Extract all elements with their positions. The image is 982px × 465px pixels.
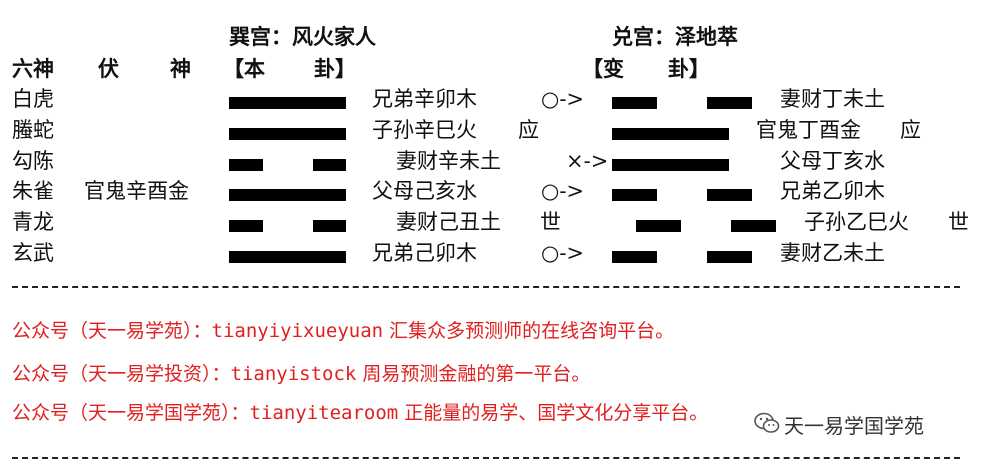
ben-gua-yin-segment [229, 159, 263, 171]
ben-gua-yao-text: 父母己亥水 [372, 179, 477, 203]
ben-gua-yao-text: 妻财己丑土 [396, 210, 501, 234]
bian-gua-yin-segment [612, 97, 657, 109]
shi-ying-marker: 应 [518, 118, 539, 142]
bian-gua-yao-text: 父母丁亥水 [780, 149, 885, 173]
ben-gua-yang-line [229, 97, 346, 109]
col-fu: 伏 [98, 56, 119, 81]
bian-gua-yin-segment [707, 189, 752, 201]
ben-gua-yin-segment [229, 220, 263, 232]
promo-line-3: 公众号（天一易学国学苑）：tianyitearoom 正能量的易学、国学文化分享… [12, 401, 708, 425]
promo-line-1-desc: 汇集众多预测师的在线咨询平台。 [383, 320, 675, 342]
ben-gua-yao-text: 兄弟辛卯木 [372, 87, 477, 111]
bian-shi-ying-marker: 世 [948, 210, 969, 234]
col-shen: 神 [170, 56, 191, 81]
watermark-text: 天一易学国学苑 [784, 414, 924, 438]
divider-top [12, 286, 960, 288]
ben-gua-yang-line [229, 189, 346, 201]
liushen-label: 青龙 [12, 210, 54, 234]
col-bian-close: 卦】 [668, 56, 710, 81]
bian-gua-yin-segment [612, 251, 657, 263]
bian-gua-yao-text: 妻财丁未土 [780, 87, 885, 111]
promo-line-2-id: tianyistock [230, 363, 357, 385]
moving-line-marker: ○-> [541, 179, 585, 203]
divider-bottom [12, 457, 960, 459]
ben-gua-yang-line [229, 251, 346, 263]
bian-gua-yin-segment [707, 251, 752, 263]
wechat-icon [754, 412, 780, 433]
col-bian-open: 【变 [582, 56, 624, 81]
ben-gua-yao-text: 子孙辛巳火 [372, 118, 477, 142]
promo-line-2-desc: 周易预测金融的第一平台。 [356, 363, 591, 385]
moving-line-marker: ○-> [541, 87, 585, 111]
ben-gua-yin-segment [312, 220, 346, 232]
bian-gua-yin-segment [707, 97, 752, 109]
promo-line-3-id: tianyitearoom [249, 402, 399, 424]
ben-gua-title: 巽宫：风火家人 [229, 24, 376, 49]
promo-line-1-name: 公众号（天一易学苑）： [12, 320, 212, 342]
bian-gua-yang-line [612, 128, 729, 140]
moving-line-marker: ○-> [541, 241, 585, 265]
fushen-label: 官鬼辛酉金 [84, 179, 189, 203]
col-ben-close: 卦】 [314, 56, 356, 81]
moving-line-marker: ×-> [566, 149, 609, 173]
shi-ying-marker: 世 [540, 210, 561, 234]
promo-line-1: 公众号（天一易学苑）：tianyiyixueyuan 汇集众多预测师的在线咨询平… [12, 319, 674, 343]
bian-gua-yin-segment [731, 220, 776, 232]
bian-gua-yao-text: 妻财乙未土 [780, 241, 885, 265]
liushen-label: 朱雀 [12, 179, 54, 203]
bian-gua-yang-line [612, 159, 729, 171]
ben-gua-yin-segment [312, 159, 346, 171]
bian-gua-yao-text: 子孙乙巳火 [804, 210, 909, 234]
ben-gua-yao-text: 兄弟己卯木 [372, 241, 477, 265]
bian-shi-ying-marker: 应 [900, 118, 921, 142]
ben-gua-yao-text: 妻财辛未土 [396, 149, 501, 173]
promo-line-3-desc: 正能量的易学、国学文化分享平台。 [398, 402, 709, 424]
bian-gua-yao-text: 兄弟乙卯木 [780, 179, 885, 203]
promo-line-3-name: 公众号（天一易学国学苑）： [12, 402, 250, 424]
bian-gua-title: 兑宫：泽地萃 [612, 24, 738, 49]
bian-gua-yin-segment [636, 220, 681, 232]
liushen-label: 白虎 [12, 87, 54, 111]
liushen-label: 勾陈 [12, 149, 54, 173]
promo-line-1-id: tianyiyixueyuan [211, 320, 384, 342]
ben-gua-yang-line [229, 128, 346, 140]
bian-gua-yao-text: 官鬼丁酉金 [756, 118, 861, 142]
promo-line-2: 公众号（天一易学投资）：tianyistock 周易预测金融的第一平台。 [12, 362, 590, 386]
liushen-label: 玄武 [12, 241, 54, 265]
promo-line-2-name: 公众号（天一易学投资）： [12, 363, 231, 385]
col-ben-open: 【本 [223, 56, 265, 81]
col-liushen: 六神 [12, 56, 54, 81]
bian-gua-yin-segment [612, 189, 657, 201]
liushen-label: 螣蛇 [12, 118, 54, 142]
